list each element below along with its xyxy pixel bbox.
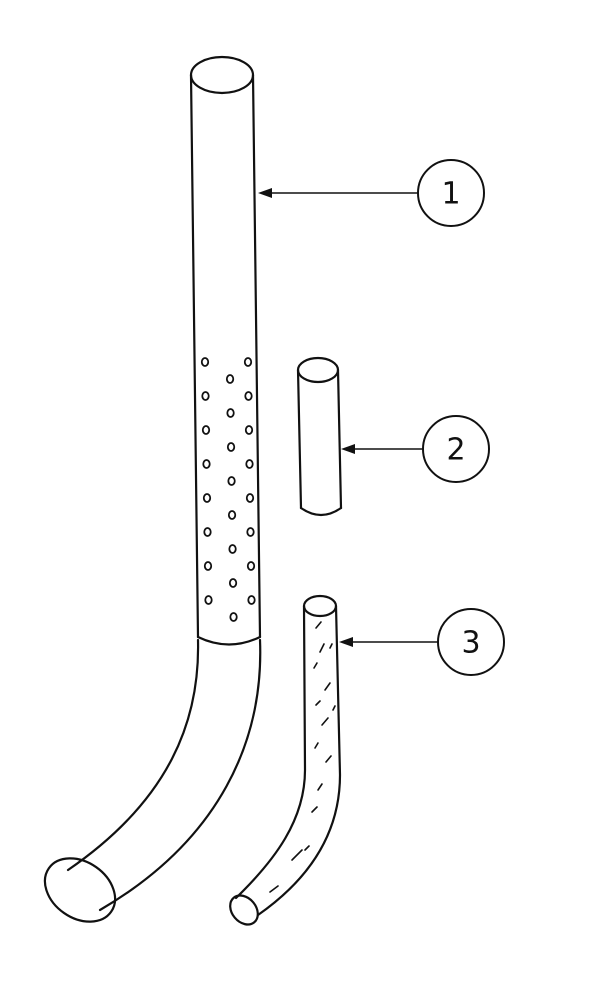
perforation-hole <box>244 425 254 435</box>
perforation-hole <box>202 493 212 503</box>
perforation-hole <box>245 493 255 503</box>
part-2-right-wall <box>336 368 343 510</box>
perforation-hole <box>245 459 254 469</box>
part-3-right-wall <box>256 604 342 917</box>
perforation-hole <box>227 510 237 520</box>
part-1-bend-outer <box>66 638 200 872</box>
perforation-hole <box>228 544 237 554</box>
perforation-hole <box>201 391 210 401</box>
callout-2-label: 2 <box>446 433 465 468</box>
part-2-short-tube <box>296 356 343 517</box>
perforation-hole <box>243 357 253 367</box>
perforation-hole <box>247 595 256 605</box>
part-1-left-wall <box>189 73 200 639</box>
part-1-bottom-opening <box>43 857 117 923</box>
perforation-hole <box>204 595 213 605</box>
perforation-hole <box>246 527 255 537</box>
callout-3-arrowhead <box>339 637 353 647</box>
perforation-hole <box>227 476 236 486</box>
part-3-bottom-opening <box>229 894 259 926</box>
part-1-top-opening <box>189 55 255 95</box>
perforation-hole <box>226 442 236 452</box>
part-2-top-opening <box>296 356 340 384</box>
perforation-hole <box>246 561 256 571</box>
perforation-hole <box>226 408 235 418</box>
perforation-hole <box>244 391 253 401</box>
perforation-hole <box>225 374 235 384</box>
perforation-hole <box>201 425 211 435</box>
part-2-bottom-edge <box>299 506 343 517</box>
part-3-left-wall <box>234 604 307 900</box>
callout-3-label: 3 <box>461 626 480 661</box>
perforation-hole <box>229 612 238 622</box>
callout-1-label: 1 <box>441 177 460 212</box>
perforation-hole <box>203 561 213 571</box>
callout-1: 1 <box>258 159 485 227</box>
perforation-hole <box>202 459 211 469</box>
perforation-hole <box>200 357 210 367</box>
callout-2-circle <box>422 415 490 483</box>
callout-2: 2 <box>341 415 490 483</box>
callout-1-circle <box>417 159 485 227</box>
part-1-right-wall <box>251 73 262 639</box>
callout-2-arrowhead <box>341 444 355 454</box>
part-3-bent-tube <box>229 594 342 926</box>
part-2-left-wall <box>296 368 303 510</box>
callout-3: 3 <box>339 608 505 676</box>
perforation-hole <box>228 578 238 588</box>
part-1-seam-ring <box>196 635 262 646</box>
part-1-perforated-pipe <box>43 55 262 923</box>
callout-3-circle <box>437 608 505 676</box>
part-3-top-opening <box>302 594 338 618</box>
part-1-perforations <box>200 357 256 622</box>
part-1-bend-inner <box>98 638 262 912</box>
callout-1-arrowhead <box>258 188 272 198</box>
perforation-hole <box>203 527 212 537</box>
part-3-texture-marks <box>269 621 336 893</box>
